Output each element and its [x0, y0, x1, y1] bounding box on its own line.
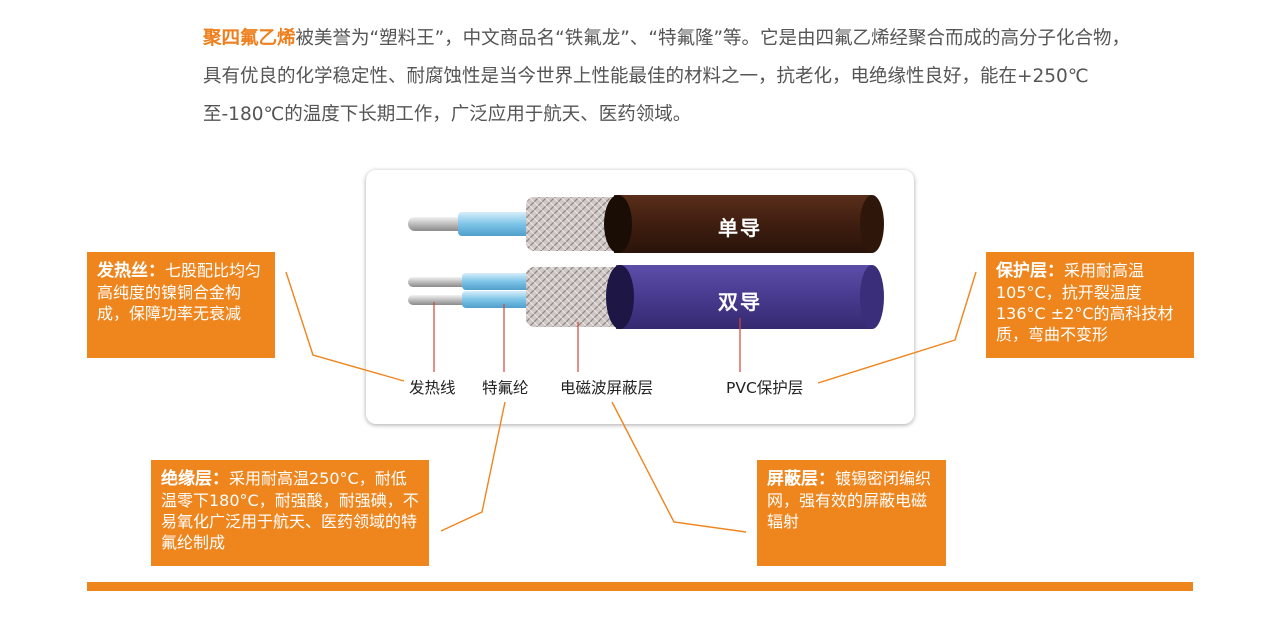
callout-shield-text: 镀锡密闭编织网，强有效的屏蔽电磁辐射 [767, 469, 932, 531]
single-jacket-tail [860, 195, 884, 253]
callout-protect-text: 采用耐高温105°C，抗开裂温度136°C ±2°C的高科技材质，弯曲不变形 [996, 261, 1174, 344]
callout-heating-text: 七股配比均匀高纯度的镍铜合金构成，保障功率无衰减 [97, 261, 262, 323]
single-cable [408, 195, 884, 253]
single-jacket-end [604, 195, 632, 253]
callout-heating-title: 发热丝： [97, 261, 165, 281]
double-wire-bottom [408, 295, 472, 305]
double-jacket-end [606, 265, 634, 329]
single-jacket [614, 195, 872, 253]
double-jacket-tail [860, 265, 884, 329]
double-cable-label: 双导 [718, 290, 762, 314]
cable-photo: 单导 双导 发热线 特氟纶 电磁波屏蔽层 PVC保护层 [366, 170, 914, 424]
single-cable-label: 单导 [718, 216, 762, 240]
intro-highlight: 聚四氟乙烯 [203, 28, 296, 49]
callout-shield: 屏蔽层：镀锡密闭编织网，强有效的屏蔽电磁辐射 [757, 460, 946, 566]
callout-heating: 发热丝：七股配比均匀高纯度的镍铜合金构成，保障功率无衰减 [87, 252, 275, 358]
single-braid [526, 197, 622, 251]
callout-insulate-title: 绝缘层： [161, 469, 229, 489]
callout-protect-title: 保护层： [996, 261, 1064, 281]
callout-shield-title: 屏蔽层： [767, 469, 835, 489]
double-cable [408, 265, 884, 329]
double-teflon-bottom [462, 291, 538, 308]
single-wire [408, 217, 468, 231]
callout-insulate-text: 采用耐高温250°C，耐低温零下180°C，耐强酸，耐强碘，不易氧化广泛用于航天… [161, 469, 419, 552]
intro-paragraph: 聚四氟乙烯被美誉为“塑料王”，中文商品名“铁氟龙”、“特氟隆”等。它是由四氟乙烯… [203, 20, 1133, 134]
double-teflon-top [462, 273, 538, 290]
bottom-accent-bar [87, 582, 1193, 591]
double-braid [526, 267, 624, 327]
double-wire-top [408, 277, 472, 287]
single-teflon [458, 212, 538, 236]
label-pvc: PVC保护层 [726, 379, 804, 397]
callout-protect: 保护层：采用耐高温105°C，抗开裂温度136°C ±2°C的高科技材质，弯曲不… [986, 252, 1194, 358]
label-heating-wire: 发热线 [409, 379, 456, 397]
intro-text: 被美誉为“塑料王”，中文商品名“铁氟龙”、“特氟隆”等。它是由四氟乙烯经聚合而成… [203, 28, 1131, 125]
label-teflon: 特氟纶 [482, 379, 529, 397]
label-shield: 电磁波屏蔽层 [560, 379, 654, 397]
pointer-lines [433, 302, 741, 372]
callout-insulate: 绝缘层：采用耐高温250°C，耐低温零下180°C，耐强酸，耐强碘，不易氧化广泛… [151, 460, 429, 566]
